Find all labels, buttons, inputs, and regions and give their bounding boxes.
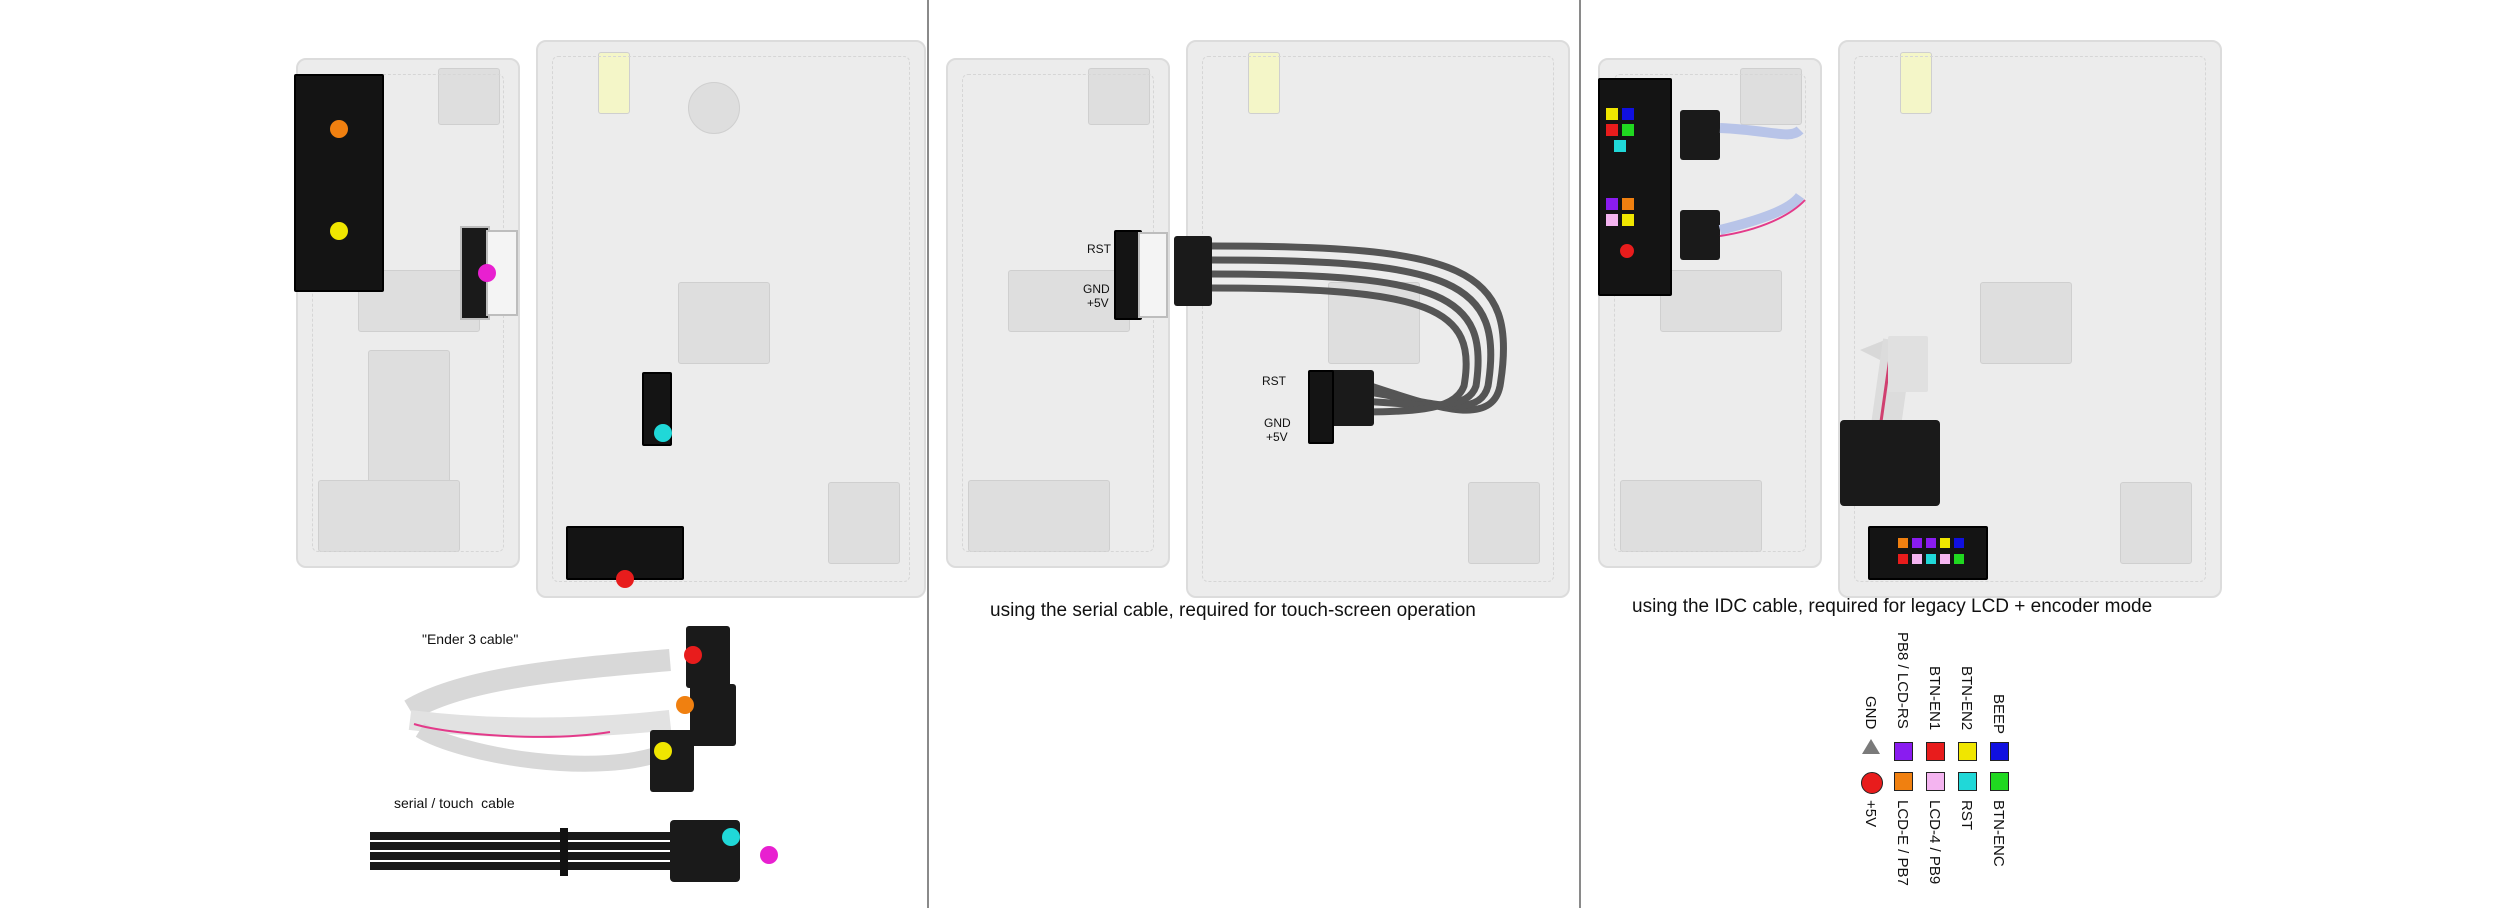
serial-cable-drawing <box>370 820 740 882</box>
cyan-serial-dot <box>722 828 740 846</box>
legend-gnd-swatch <box>1862 739 1880 754</box>
legend-beep-swatch <box>1990 742 2009 761</box>
display-5v-label: +5V <box>1087 296 1109 310</box>
legend-rst-label: RST <box>1958 800 1975 830</box>
board-tft-header <box>1308 370 1334 444</box>
red-ender3-dot <box>684 646 702 664</box>
legend-btnen1-label: BTN-EN1 <box>1926 666 1943 731</box>
yellow-marker-dot <box>330 222 348 240</box>
mainboard-image <box>536 40 926 598</box>
legend-rst-swatch <box>1958 772 1977 791</box>
legend-beep-label: BEEP <box>1990 694 2007 735</box>
legend-btnen2-swatch <box>1958 742 1977 761</box>
legend-btnen1-swatch <box>1926 742 1945 761</box>
panel-divider-right <box>1579 0 1581 908</box>
red-marker-dot <box>616 570 634 588</box>
panel-divider-left <box>927 0 929 908</box>
legend-5v-swatch <box>1861 772 1883 794</box>
board-rst-label: RST <box>1262 374 1286 388</box>
middle-caption: using the serial cable, required for tou… <box>990 600 1476 621</box>
legend-lcde-label: LCD-E / PB7 <box>1894 800 1911 886</box>
exp2-exp1-connector <box>294 74 384 292</box>
legend-btnenc-swatch <box>1990 772 2009 791</box>
yellow-ender3-dot <box>654 742 672 760</box>
orange-marker-dot <box>330 120 348 138</box>
ender3-cable-drawing <box>404 626 736 792</box>
exp2-exp1-connector <box>1598 78 1672 296</box>
board-gnd-label: GND <box>1264 416 1291 430</box>
serial-cable-connection <box>1174 236 1507 426</box>
legend-pb8-label: PB8 / LCD-RS <box>1894 632 1911 729</box>
magenta-marker-dot <box>478 264 496 282</box>
orange-ender3-dot <box>676 696 694 714</box>
cyan-marker-dot <box>654 424 672 442</box>
legend-5v-label: +5V <box>1862 800 1879 828</box>
legend-lcd4-swatch <box>1926 772 1945 791</box>
legend-gnd-label: GND <box>1862 696 1879 730</box>
legend-lcd4-label: LCD-4 / PB9 <box>1926 800 1943 885</box>
display-board-image <box>1598 58 1822 568</box>
legend-btnenc-label: BTN-ENC <box>1990 800 2007 867</box>
mainboard-exp-header <box>1868 526 1988 580</box>
serial-cable-label: serial / touch cable <box>394 795 515 811</box>
board-5v-label: +5V <box>1266 430 1288 444</box>
mainboard-image <box>1186 40 1570 598</box>
ender3-cable-label: "Ender 3 cable" <box>422 631 519 647</box>
magenta-serial-dot <box>760 846 778 864</box>
right-caption: using the IDC cable, required for legacy… <box>1632 596 2153 617</box>
legend-pb8-swatch <box>1894 742 1913 761</box>
display-rst-label: RST <box>1087 242 1111 256</box>
idc-cable-connection <box>1680 110 1940 506</box>
legend-btnen2-label: BTN-EN2 <box>1958 666 1975 731</box>
legend-lcde-swatch <box>1894 772 1913 791</box>
display-gnd-label: GND <box>1083 282 1110 296</box>
